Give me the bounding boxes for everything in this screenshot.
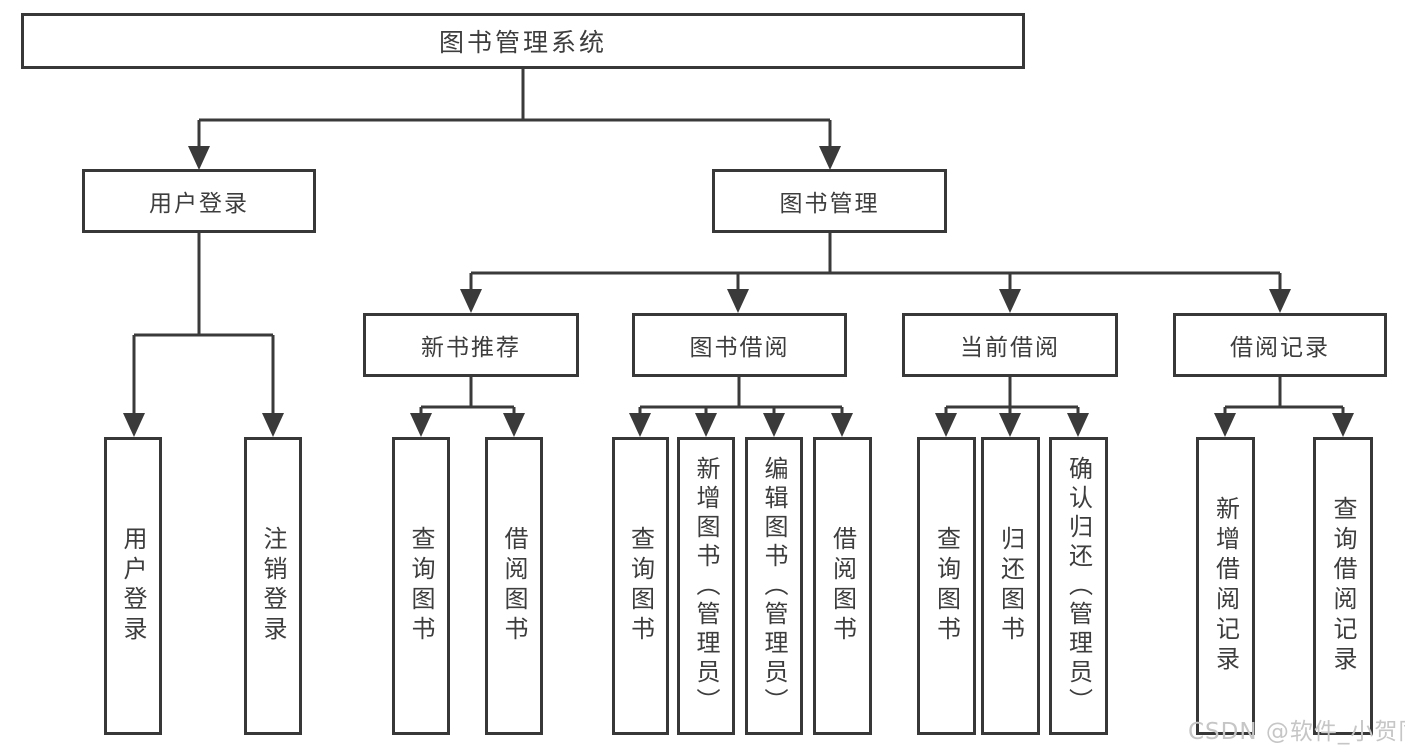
arrowhead-borrowing-add bbox=[695, 413, 717, 437]
arrowhead-recommend-borrow bbox=[503, 413, 525, 437]
arrowhead-borrowing-edit bbox=[763, 413, 785, 437]
node-book-borrowing: 图书借阅 bbox=[632, 313, 847, 377]
leaf-records-query-record: 查询借阅记录 bbox=[1313, 437, 1373, 735]
leaf-current-return-books: 归还图书 bbox=[981, 437, 1040, 735]
leaf-current-confirm-return-admin: 确认归还（管理员） bbox=[1049, 437, 1108, 735]
arrowhead-borrowing-query bbox=[629, 413, 651, 437]
arrowhead-records-query bbox=[1332, 413, 1354, 437]
arrowhead-book-borrowing bbox=[727, 289, 749, 313]
arrowhead-current-query bbox=[935, 413, 957, 437]
leaf-recommend-borrow-books: 借阅图书 bbox=[485, 437, 543, 735]
arrowhead-leaf-logout bbox=[262, 413, 284, 437]
watermark: CSDN @软件_小贺同学 bbox=[1188, 719, 1405, 745]
arrowhead-records-add bbox=[1214, 413, 1236, 437]
node-book-management: 图书管理 bbox=[712, 169, 947, 233]
node-new-book-recommend: 新书推荐 bbox=[363, 313, 579, 377]
arrowhead-current-return bbox=[999, 413, 1021, 437]
leaf-user-login: 用户登录 bbox=[104, 437, 162, 735]
node-library-management-system: 图书管理系统 bbox=[21, 13, 1025, 69]
arrowhead-book-management bbox=[819, 146, 841, 170]
node-current-borrowing: 当前借阅 bbox=[902, 313, 1118, 377]
arrowhead-borrowing-records bbox=[1269, 289, 1291, 313]
leaf-borrowing-query-books: 查询图书 bbox=[612, 437, 669, 735]
arrowhead-current-confirm bbox=[1067, 413, 1089, 437]
arrowhead-recommend-query bbox=[410, 413, 432, 437]
leaf-recommend-query-books: 查询图书 bbox=[392, 437, 450, 735]
leaf-logout: 注销登录 bbox=[244, 437, 302, 735]
leaf-borrowing-add-books-admin: 新增图书（管理员） bbox=[677, 437, 735, 735]
arrowhead-borrowing-borrow bbox=[831, 413, 853, 437]
arrowhead-new-book-recommend bbox=[460, 289, 482, 313]
leaf-borrowing-borrow-books: 借阅图书 bbox=[813, 437, 872, 735]
arrowhead-user-login bbox=[188, 146, 210, 170]
leaf-current-query-books: 查询图书 bbox=[917, 437, 976, 735]
leaf-records-add-record: 新增借阅记录 bbox=[1196, 437, 1255, 735]
node-borrowing-records: 借阅记录 bbox=[1173, 313, 1387, 377]
node-user-login: 用户登录 bbox=[82, 169, 316, 233]
arrowhead-leaf-user-login bbox=[123, 413, 145, 437]
leaf-borrowing-edit-books-admin: 编辑图书（管理员） bbox=[745, 437, 803, 735]
arrowhead-current-borrowing bbox=[999, 289, 1021, 313]
